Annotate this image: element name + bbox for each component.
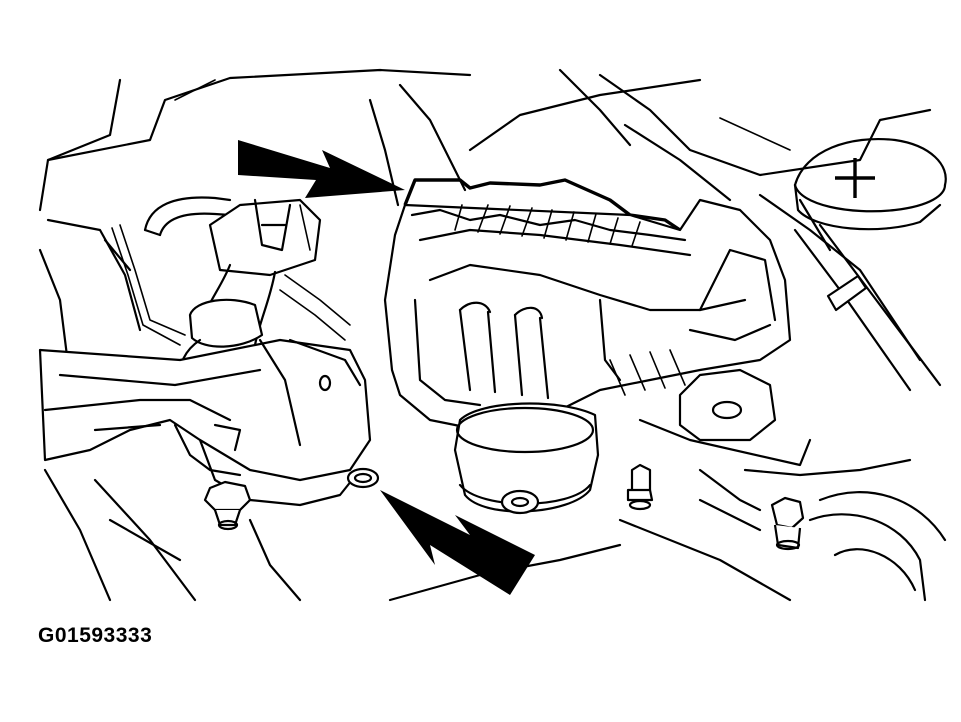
mounting-bracket xyxy=(38,338,372,507)
figure-id-label: G01593333 xyxy=(38,624,153,647)
engine-mount-nut xyxy=(770,496,805,551)
nut xyxy=(203,480,252,531)
engine-bay-background xyxy=(38,68,932,602)
washer xyxy=(346,467,380,489)
radiator-cap xyxy=(793,138,947,231)
bolt xyxy=(626,463,654,511)
wiring-harness xyxy=(111,224,351,346)
callout-arrows xyxy=(238,140,535,595)
electrical-connector xyxy=(178,198,322,382)
alternator-pulley xyxy=(453,402,600,515)
arrow-upper-alternator xyxy=(238,140,405,198)
alternator xyxy=(383,178,812,467)
engine-block xyxy=(698,458,947,602)
arrow-lower-washer xyxy=(380,490,535,595)
dipstick-tube xyxy=(793,223,942,392)
hose xyxy=(143,196,232,237)
